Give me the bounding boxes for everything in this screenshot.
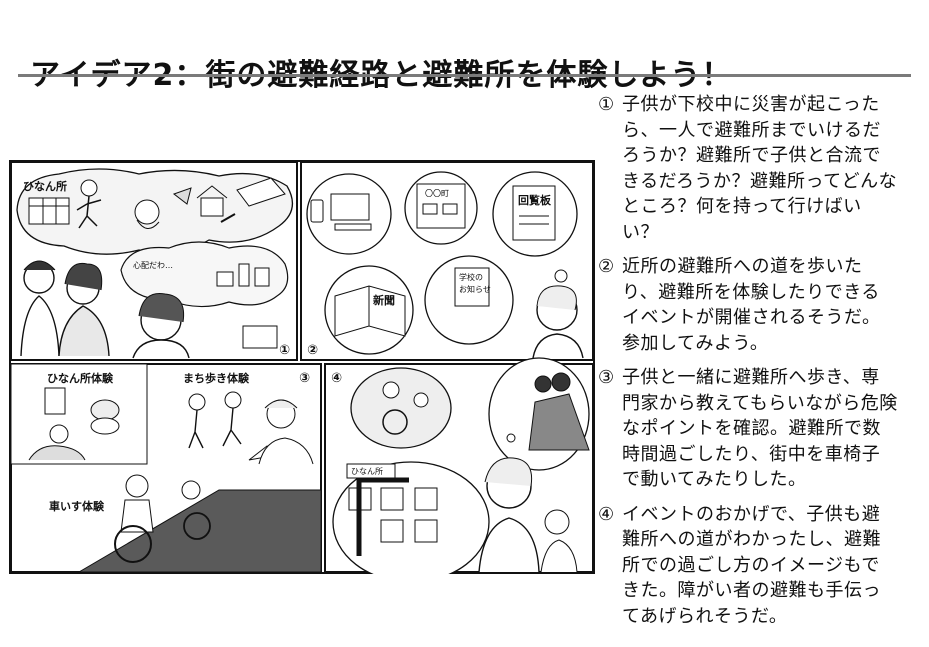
- note-item-4: ④ イベントのおかげで、子供も避難所への道がわかったし、避難所での過ごし方のイメ…: [598, 502, 898, 630]
- note-text: 近所の避難所への道を歩いたり、避難所を体験したりできるイベントが開催されるそうだ…: [622, 256, 881, 354]
- note-text: 子供と一緒に避難所へ歩き、専門家から教えてもらいながら危険なポイントを確認。避難…: [622, 367, 898, 490]
- note-number: ③: [598, 367, 615, 388]
- panel2-number: ②: [307, 343, 318, 358]
- note-item-1: ① 子供が下校中に災害が起こったら、一人で避難所までいけるだろうか？避難所で子供…: [598, 92, 898, 245]
- panel2-tablet-text: 回覧板: [518, 193, 552, 207]
- panel4-number: ④: [331, 371, 342, 386]
- panel2-flyer-line1: 学校の: [459, 272, 483, 282]
- comic-strip: ひなん所 心配だわ… ①: [9, 160, 595, 574]
- panel3-number: ③: [299, 371, 310, 386]
- note-number: ④: [598, 503, 615, 525]
- panel1-shelter-label: ひなん所: [23, 179, 67, 193]
- panel1-worry-text: 心配だわ…: [133, 261, 173, 270]
- note-text: 子供が下校中に災害が起こったら、一人で避難所までいけるだろうか？避難所で子供と合…: [622, 94, 898, 243]
- panel3-wheelchair-label: 車いす体験: [49, 499, 105, 513]
- panel1-number: ①: [279, 343, 290, 358]
- panel2-poster-text: 〇〇町: [425, 189, 449, 198]
- note-text: イベントのおかげで、子供も避難所への道がわかったし、避難所での過ごし方のイメージ…: [622, 503, 881, 627]
- title-underline: [18, 74, 911, 77]
- story-notes: ① 子供が下校中に災害が起こったら、一人で避難所までいけるだろうか？避難所で子供…: [598, 92, 898, 638]
- page-title: アイデア2：街の避難経路と避難所を体験しよう！: [30, 58, 733, 94]
- panel3-shelter-label: ひなん所体験: [47, 371, 114, 385]
- comic-panel-3: ひなん所体験 まち歩き体験 ③ 車いす体験: [10, 363, 322, 573]
- panel2-flyer-line2: お知らせ: [459, 284, 491, 294]
- comic-panel-2: 〇〇町 回覧板 新聞 学校の お知らせ ②: [300, 161, 594, 361]
- comic-panel-1: ひなん所 心配だわ… ①: [10, 161, 298, 361]
- panel2-newspaper-text: 新聞: [373, 293, 395, 307]
- note-number: ①: [598, 94, 615, 115]
- note-number: ②: [598, 256, 615, 277]
- panel4-map-sign: ひなん所: [351, 466, 383, 476]
- note-item-3: ③ 子供と一緒に避難所へ歩き、専門家から教えてもらいながら危険なポイントを確認。…: [598, 365, 898, 493]
- comic-panel-4: ひなん所 ④: [324, 357, 594, 574]
- panel3-walk-label: まち歩き体験: [183, 371, 250, 385]
- note-item-2: ② 近所の避難所への道を歩いたり、避難所を体験したりできるイベントが開催されるそ…: [598, 254, 898, 356]
